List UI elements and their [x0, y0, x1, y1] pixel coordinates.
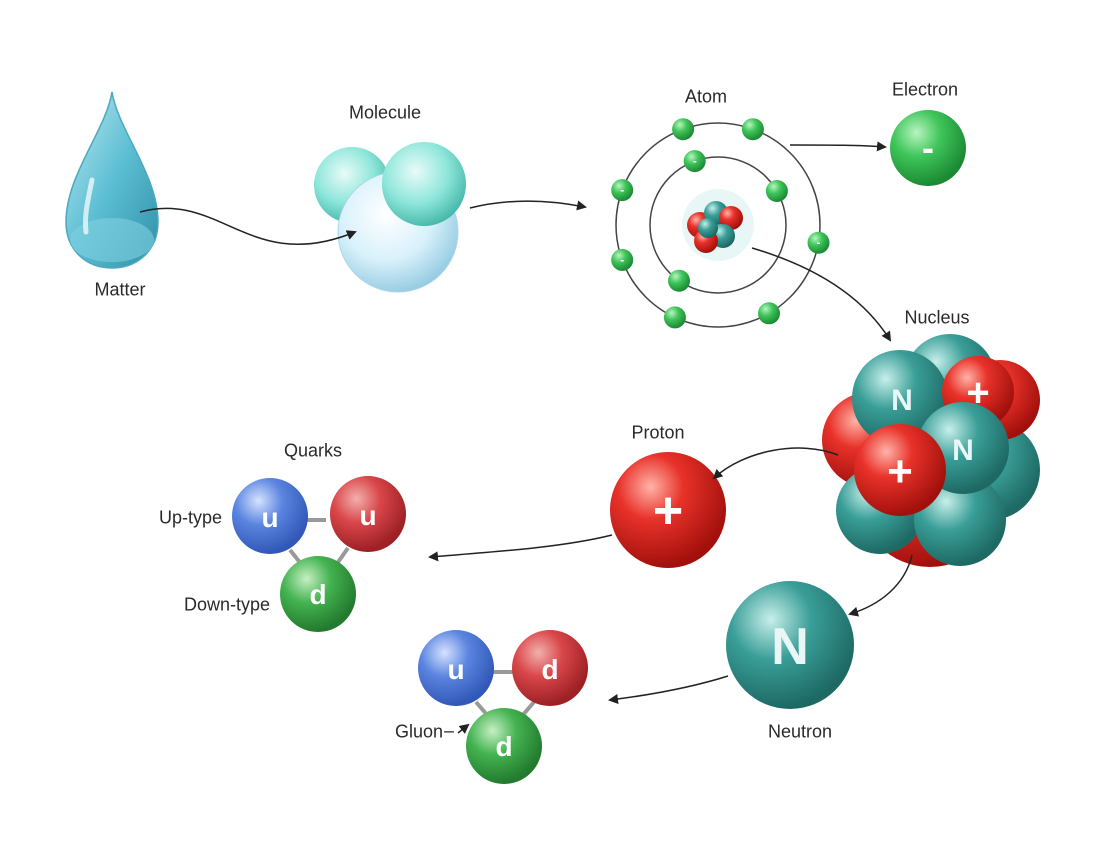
- atom-electron-sign: -: [620, 253, 624, 267]
- neutron-particle: N: [726, 581, 854, 709]
- proton-particle: +: [610, 452, 726, 568]
- nucleus-neutron-symbol-1: N: [891, 384, 913, 417]
- gluon-dash: –: [444, 720, 455, 741]
- proton-symbol: +: [653, 482, 683, 540]
- nucleus-proton-symbol-2: +: [887, 447, 913, 496]
- atom-nucleus-small: [687, 201, 743, 253]
- atom-electron: [765, 180, 788, 202]
- label-electron: Electron: [891, 79, 959, 100]
- arrow-nucleus-to-neutron: [848, 554, 913, 617]
- atom-electrons: - - - -: [611, 118, 830, 329]
- neutron-quark-2-symbol: d: [541, 654, 558, 685]
- molecule-cluster: [314, 142, 466, 293]
- gluon-pointer: [457, 723, 470, 734]
- label-up-type: Up-type: [158, 507, 222, 528]
- proton-quark-2-symbol: u: [359, 500, 376, 531]
- neutron-quarks: u d d: [418, 630, 588, 784]
- electron-particle: -: [890, 110, 966, 186]
- atom-electron: [611, 248, 634, 271]
- nucleus-cluster: N + N +: [822, 334, 1040, 567]
- label-down-type: Down-type: [183, 594, 270, 615]
- proton-quark-1-symbol: u: [261, 502, 278, 533]
- label-gluon: Gluon: [394, 721, 443, 742]
- atom-electron-sign: -: [620, 183, 624, 197]
- proton-quark-3-symbol: d: [309, 579, 326, 610]
- label-neutron: Neutron: [767, 721, 833, 742]
- atom-electron: [683, 150, 706, 173]
- label-nucleus: Nucleus: [904, 307, 970, 328]
- label-proton: Proton: [631, 422, 685, 443]
- label-matter: Matter: [94, 279, 146, 300]
- neutron-quark-3-symbol: d: [495, 731, 512, 762]
- atom-electron: [672, 118, 695, 141]
- arrow-molecule-to-atom: [469, 200, 587, 211]
- atom-model: - - - -: [611, 118, 830, 329]
- arrow-nucleus-to-proton: [712, 447, 839, 480]
- atom-electron: [663, 306, 686, 329]
- label-molecule: Molecule: [348, 102, 422, 123]
- electron-symbol: -: [922, 127, 934, 168]
- atom-electron-sign: -: [693, 154, 697, 168]
- atom-electron: [758, 302, 780, 325]
- atom-electron: [741, 118, 764, 141]
- arrow-proton-to-quarks: [428, 534, 613, 562]
- arrow-matter-to-molecule: [139, 207, 357, 245]
- atom-electron: [807, 231, 830, 254]
- matter-droplet: [65, 91, 159, 269]
- arrow-neutron-to-quarks: [608, 675, 729, 704]
- label-atom: Atom: [684, 86, 728, 107]
- atom-electron: [668, 269, 690, 292]
- arrow-atom-to-nucleus: [751, 247, 892, 342]
- proton-quarks: u u d: [232, 476, 406, 632]
- nucleus-neutron-symbol-2: N: [952, 434, 974, 467]
- neutron-symbol: N: [771, 618, 809, 676]
- atom-electron-sign: -: [817, 236, 821, 250]
- neutron-quark-1-symbol: u: [447, 654, 464, 685]
- atom-electron: [611, 179, 634, 202]
- flow-arrows: [139, 141, 913, 734]
- label-quarks: Quarks: [283, 440, 343, 461]
- arrow-atom-to-electron: [789, 141, 887, 152]
